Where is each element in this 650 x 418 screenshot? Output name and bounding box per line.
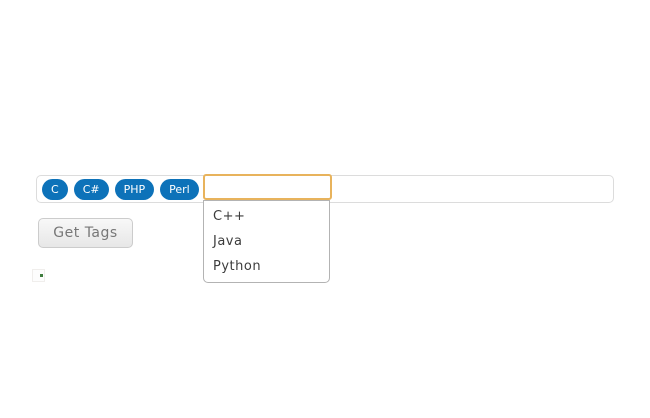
autocomplete-item-label: Python — [213, 259, 262, 274]
broken-image-dot — [40, 274, 43, 277]
tag-pill-c[interactable]: C — [42, 178, 68, 200]
autocomplete-menu: C++ Java Python — [203, 200, 330, 283]
autocomplete-item-cpp[interactable]: C++ — [204, 204, 329, 229]
broken-image-icon — [32, 269, 45, 282]
autocomplete-item-java[interactable]: Java — [204, 229, 329, 254]
autocomplete-item-label: C++ — [213, 209, 246, 224]
tag-pill-perl[interactable]: Perl — [160, 178, 199, 200]
autocomplete-item-label: Java — [213, 234, 243, 249]
tag-label: C# — [82, 182, 100, 196]
tag-pill-php[interactable]: PHP — [114, 178, 155, 200]
get-tags-button[interactable]: Get Tags — [38, 218, 133, 248]
tag-text-input[interactable] — [203, 174, 332, 200]
tag-label: Perl — [169, 182, 190, 196]
tag-pill-csharp[interactable]: C# — [73, 178, 109, 200]
tag-label: PHP — [123, 182, 146, 196]
autocomplete-item-python[interactable]: Python — [204, 254, 329, 279]
tag-label: C — [51, 182, 59, 196]
